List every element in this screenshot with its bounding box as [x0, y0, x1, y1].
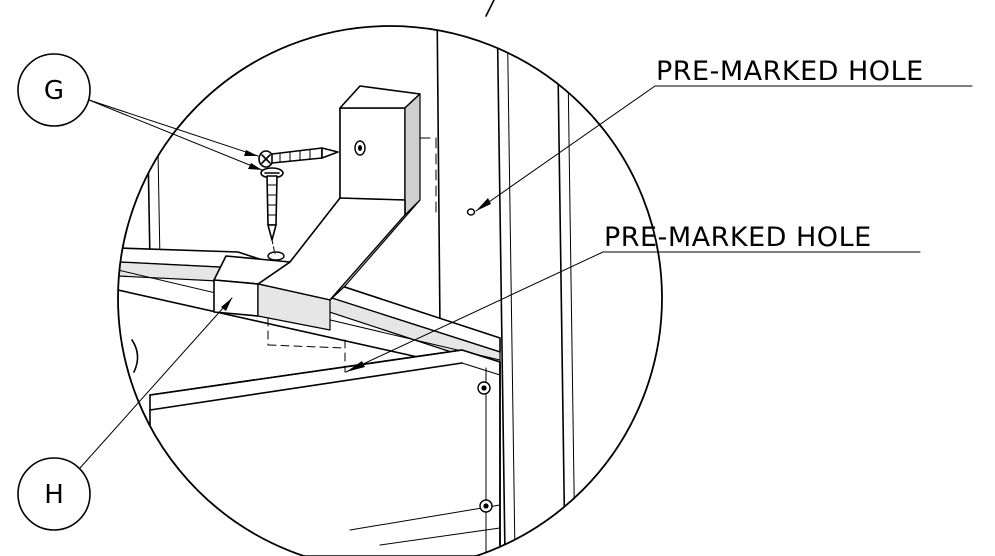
- screw-horizontal: [258, 147, 339, 168]
- panel-screw-bottom: [479, 499, 493, 513]
- detail-view-contents: [118, 26, 576, 556]
- callout-top-leader: [475, 85, 973, 212]
- lower-cabinet-panel: [149, 349, 501, 556]
- corner-bracket: [213, 85, 421, 331]
- balloon-g: G: [17, 53, 263, 171]
- pre-marked-hole-wall: [466, 208, 476, 216]
- panel-screw-top: [477, 381, 491, 395]
- screw-vertical: [260, 167, 284, 255]
- side-knob: [131, 339, 139, 373]
- callout-bottom-leader: [345, 251, 921, 373]
- detail-leader-line: [485, 0, 495, 17]
- balloon-h: H: [17, 297, 233, 531]
- balloon-g-letter: G: [44, 76, 64, 106]
- left-post: [147, 149, 161, 263]
- callout-bottom-label: PRE-MARKED HOLE: [604, 222, 872, 253]
- balloon-h-letter: H: [44, 480, 64, 510]
- callout-top-label: PRE-MARKED HOLE: [656, 56, 924, 87]
- detail-circle: [117, 25, 663, 556]
